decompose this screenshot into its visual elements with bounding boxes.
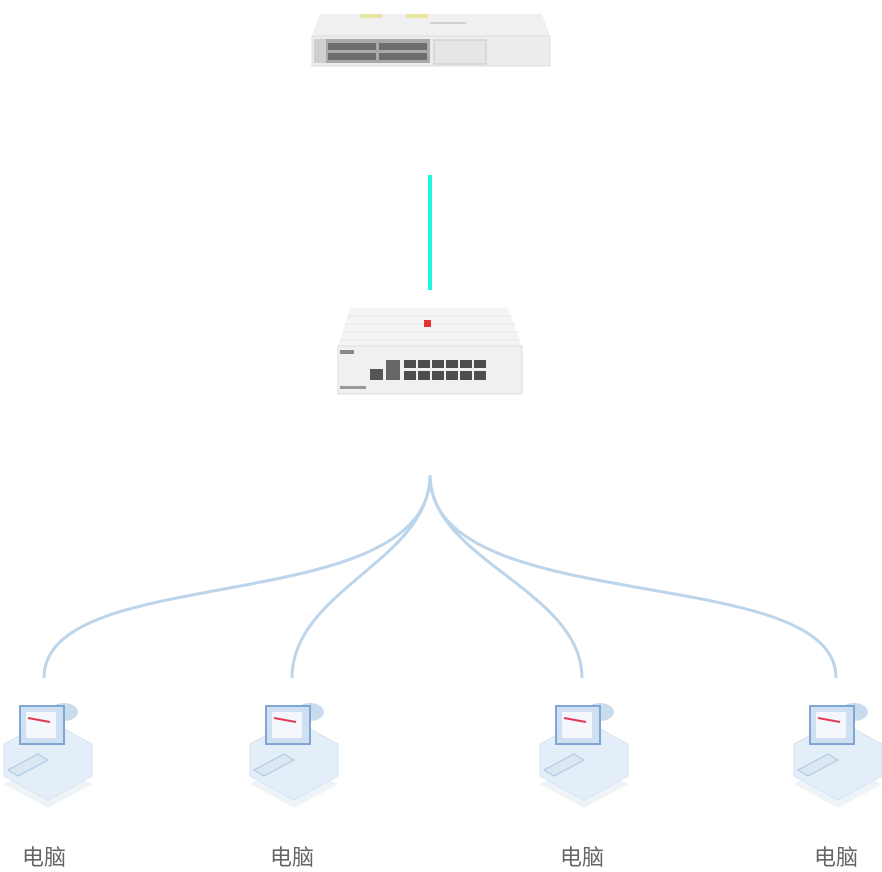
downlink-line-4 — [428, 474, 838, 679]
computer-icon — [539, 703, 629, 808]
computer-icon — [249, 703, 339, 808]
computer-icon — [3, 703, 93, 808]
endpoint-label: 电脑 — [269, 846, 314, 871]
endpoint-label: 电脑 — [559, 846, 604, 871]
downlink-line-3 — [428, 474, 584, 679]
computer-icon — [793, 703, 882, 808]
endpoint-label: 电脑 — [21, 846, 66, 871]
core-switch[interactable] — [310, 12, 552, 68]
downlink-line-1 — [42, 474, 432, 679]
endpoint-label: 电脑 — [813, 846, 858, 871]
downlink-line-2 — [290, 474, 432, 679]
access-switch[interactable] — [336, 306, 524, 396]
